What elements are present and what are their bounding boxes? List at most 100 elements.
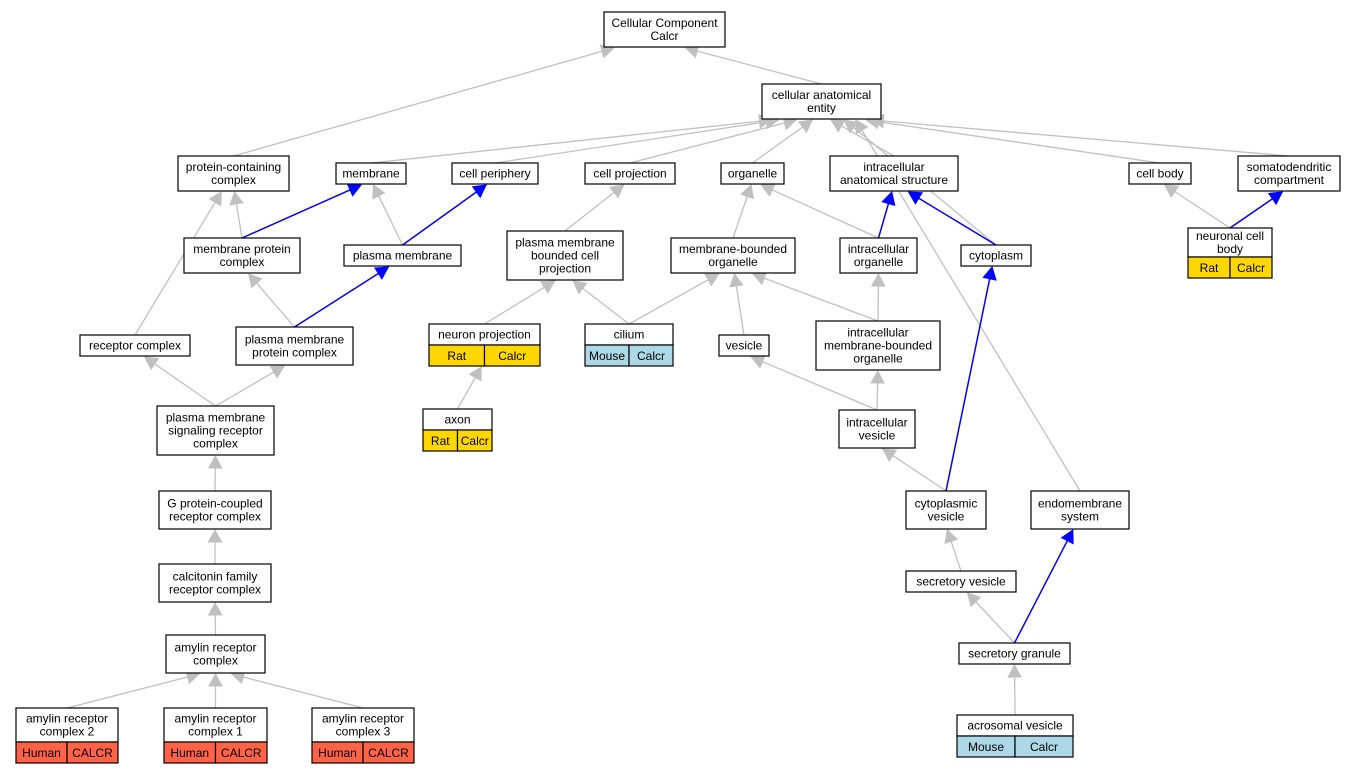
node-box	[506, 230, 624, 281]
node-label: complex 2	[40, 725, 95, 739]
edge-cilium-to-mbo	[628, 273, 720, 325]
node-box	[1187, 227, 1273, 258]
arrowhead-icon	[372, 184, 386, 200]
edge-line	[950, 541, 962, 572]
arrowhead-icon	[966, 592, 982, 608]
edge-line	[975, 601, 1015, 644]
edge-ncb-to-cellbody	[1163, 184, 1231, 229]
arrowhead-icon	[471, 184, 488, 199]
gene-cell	[483, 344, 541, 367]
edge-sg-to-es	[1013, 529, 1074, 644]
arrowhead-icon	[751, 271, 768, 286]
node-label: protein-containing	[186, 160, 281, 174]
edge-arc-to-cfrc	[207, 601, 223, 636]
edge-line	[752, 126, 804, 164]
graph-edges	[66, 44, 1290, 716]
edge-membrane-to-cae	[370, 114, 773, 164]
edge-line	[945, 278, 991, 492]
edge-pmsrc-to-pmpc	[215, 365, 286, 407]
node-box	[958, 642, 1071, 665]
edge-mpc-to-membrane	[241, 183, 362, 239]
node-box	[335, 162, 407, 185]
edge-line	[892, 455, 947, 492]
node-label: signaling receptor	[168, 424, 263, 438]
node-label: receptor complex	[89, 339, 181, 353]
node-label: system	[1061, 510, 1099, 524]
edge-line	[154, 363, 216, 407]
node-label: cell projection	[593, 167, 666, 181]
node-box	[235, 326, 354, 366]
node-label: complex	[193, 437, 238, 451]
species-label: Rat	[447, 349, 466, 363]
edge-pmpc-to-pm	[294, 266, 390, 328]
node-label: amylin receptor	[26, 712, 108, 726]
node-box	[670, 237, 796, 274]
node-label: vesicle	[726, 339, 763, 353]
species-label: Mouse	[968, 740, 1004, 754]
node-label: neuronal cell	[1196, 229, 1264, 243]
node-rc: receptor complex	[79, 334, 191, 357]
node-label: vesicle	[859, 429, 896, 443]
arrowhead-icon	[982, 265, 997, 281]
arrowhead-icon	[207, 454, 223, 469]
gene-label: Calcr	[1237, 261, 1265, 275]
arrowhead-icon	[609, 184, 625, 199]
edge-arc2-to-arc	[66, 670, 201, 709]
node-label: complex	[211, 173, 256, 187]
node-label: organelle	[728, 167, 778, 181]
species-label: Rat	[431, 434, 450, 448]
edge-line	[763, 277, 879, 322]
edge-axon-to-np	[456, 366, 482, 410]
node-label: receptor complex	[169, 583, 261, 597]
edge-pmsrc-to-rc	[143, 356, 216, 407]
node-label: calcitonin family	[173, 570, 258, 584]
edge-line	[1229, 198, 1273, 229]
species-label: Rat	[1200, 261, 1219, 275]
node-label: complex	[193, 654, 238, 668]
arrowhead-icon	[207, 528, 223, 543]
arrowhead-icon	[870, 272, 886, 287]
edge-line	[215, 371, 275, 407]
edge-rc-to-pcc	[134, 191, 222, 336]
node-organelle: organelle	[720, 162, 785, 185]
edge-gpcr-to-pmsrc	[207, 454, 223, 492]
node-box	[451, 162, 539, 185]
arrowhead-icon	[1060, 529, 1074, 545]
gene-label: Calcr	[498, 349, 526, 363]
node-label: membrane	[342, 167, 400, 181]
node-box	[905, 490, 987, 530]
node-label: amylin receptor	[322, 712, 404, 726]
species-label: Human	[318, 746, 357, 760]
node-label: plasma membrane	[353, 249, 453, 263]
gene-label: Calcr	[1030, 740, 1058, 754]
node-box	[158, 490, 272, 530]
edge-sg-to-sv	[966, 592, 1015, 644]
gene-cell	[1014, 735, 1074, 758]
arrowhead-icon	[207, 601, 223, 616]
gene-label: CALCR	[72, 746, 113, 760]
node-pm: plasma membrane	[343, 244, 462, 267]
edge-pmpc-to-mpc	[248, 273, 295, 328]
node-box	[761, 83, 882, 120]
gene-cell	[628, 344, 674, 367]
arrowhead-icon	[229, 190, 244, 206]
node-box	[158, 563, 272, 603]
node-label: acrosomal vesicle	[967, 719, 1063, 733]
gene-cell	[214, 741, 268, 764]
node-box	[720, 162, 785, 185]
node-label: organelle	[708, 255, 758, 269]
edge-line	[732, 196, 748, 239]
species-label: Mouse	[589, 349, 625, 363]
edge-line	[697, 50, 822, 85]
node-label: endomembrane	[1038, 497, 1122, 511]
gene-cell	[66, 741, 119, 764]
